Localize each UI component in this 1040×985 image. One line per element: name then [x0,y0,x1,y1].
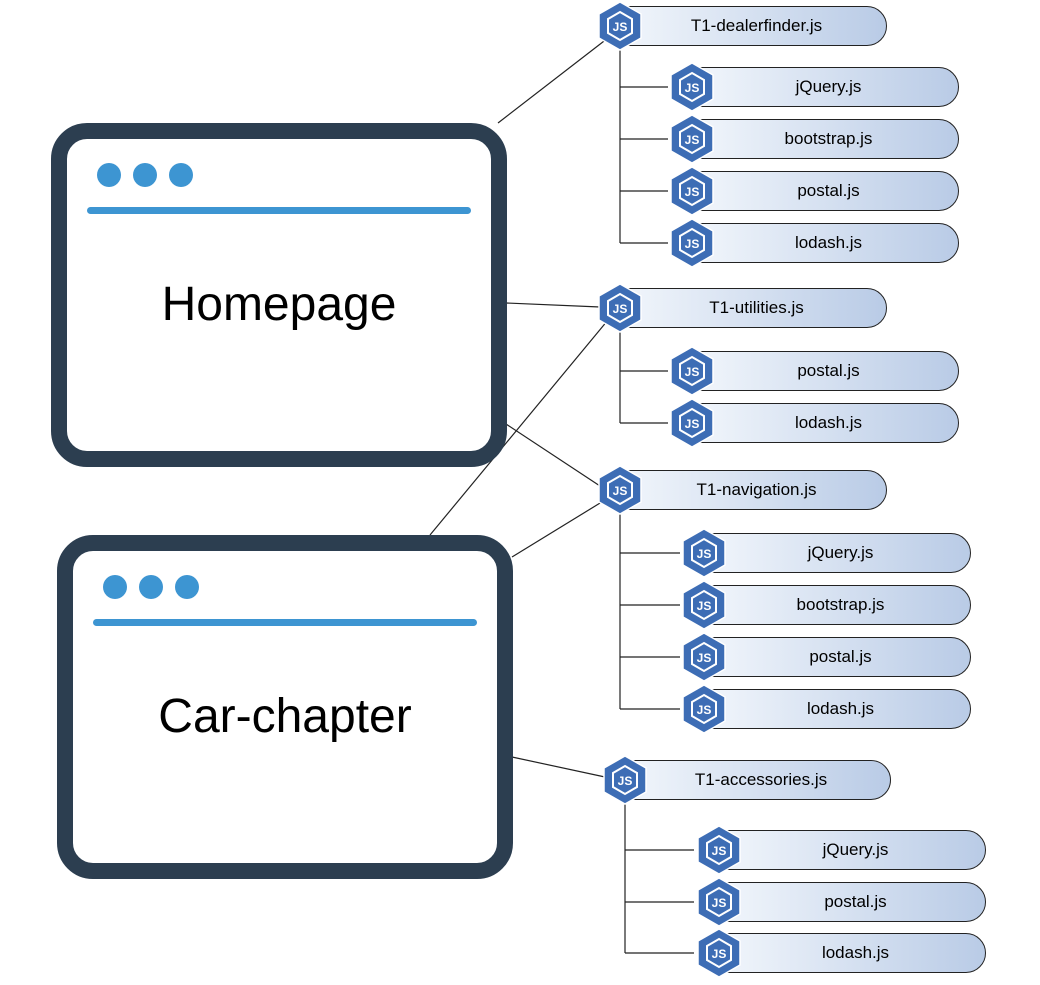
module-pill [614,288,887,328]
dependency-pill [686,171,959,211]
module-pill [614,470,887,510]
window-dot [139,575,163,599]
svg-text:JS: JS [712,844,727,858]
dependency-pill [698,533,971,573]
dependency-label: lodash.js [794,413,863,432]
nodejs-hexagon-icon: JS [682,528,726,578]
svg-text:JS: JS [685,237,700,251]
window-address-bar [93,619,477,626]
module-t1-utilities: JS T1-utilities.js [594,283,887,333]
dependency-label: postal.js [797,361,860,380]
nodejs-hexagon-icon: JS [682,632,726,682]
svg-text:JS: JS [712,947,727,961]
svg-text:JS: JS [685,81,700,95]
dependency-label: jQuery.js [807,543,874,562]
dependency-pill [713,933,986,973]
module-label: T1-utilities.js [709,298,804,317]
svg-text:JS: JS [697,651,712,665]
window-dot [97,163,121,187]
dependency-label: jQuery.js [795,77,862,96]
svg-text:JS: JS [613,302,628,316]
nodejs-hexagon-icon: JS [697,877,741,927]
homepage-window: Homepage [51,123,507,467]
nodejs-hexagon-icon: JS [670,166,714,216]
dependency-postal: JS postal.js [666,166,959,216]
svg-text:JS: JS [685,365,700,379]
dependency-postal: JS postal.js [678,632,971,682]
dependency-postal: JS postal.js [693,877,986,927]
dependency-bootstrap: JS bootstrap.js [678,580,971,630]
dependency-bootstrap: JS bootstrap.js [666,114,959,164]
window-controls [103,575,199,599]
svg-text:JS: JS [613,484,628,498]
svg-text:JS: JS [697,703,712,717]
nodejs-hexagon-icon: JS [670,114,714,164]
module-t1-accessories: JS T1-accessories.js [599,755,891,805]
window-controls [97,163,193,187]
nodejs-hexagon-icon: JS [670,218,714,268]
dependency-pill [713,882,986,922]
page-title: Homepage [161,278,397,331]
dependency-label: lodash.js [821,943,890,962]
module-label: T1-navigation.js [696,480,817,499]
dependency-label: jQuery.js [822,840,889,859]
svg-text:JS: JS [685,417,700,431]
nodejs-hexagon-icon: JS [670,62,714,112]
module-label: T1-dealerfinder.js [690,16,823,35]
svg-text:JS: JS [685,133,700,147]
dependency-label: postal.js [824,892,887,911]
module-label: T1-accessories.js [694,770,828,789]
nodejs-hexagon-icon: JS [682,684,726,734]
dependency-label: postal.js [809,647,872,666]
nodejs-hexagon-icon: JS [598,283,642,333]
dependency-label: postal.js [797,181,860,200]
dependency-label: bootstrap.js [784,129,873,148]
dependency-lodash: JS lodash.js [666,218,959,268]
car-chapter-window: Car-chapter [57,535,513,879]
window-dot [175,575,199,599]
svg-text:JS: JS [618,774,633,788]
dependency-pill [698,637,971,677]
dependency-lodash: JS lodash.js [693,928,986,978]
dependency-pill [686,223,959,263]
nodejs-hexagon-icon: JS [603,755,647,805]
window-dot [133,163,157,187]
module-pill [619,760,891,800]
window-dot [103,575,127,599]
dependency-pill [698,585,971,625]
svg-text:JS: JS [697,599,712,613]
svg-text:JS: JS [685,185,700,199]
module-t1-dealerfinder: JS T1-dealerfinder.js [594,1,887,51]
dependency-lodash: JS lodash.js [666,398,959,448]
dependency-label: lodash.js [806,699,875,718]
dependency-label: lodash.js [794,233,863,252]
window-address-bar [87,207,471,214]
nodejs-hexagon-icon: JS [670,398,714,448]
dependency-pill [686,119,959,159]
dependency-jquery: JS jQuery.js [666,62,959,112]
nodejs-hexagon-icon: JS [598,1,642,51]
dependency-pill [698,689,971,729]
page-title: Car-chapter [158,690,412,743]
module-t1-navigation: JS T1-navigation.js [594,465,887,515]
dependency-pill [713,830,986,870]
nodejs-hexagon-icon: JS [697,825,741,875]
dependency-postal: JS postal.js [666,346,959,396]
dependency-label: bootstrap.js [796,595,885,614]
svg-text:JS: JS [697,547,712,561]
dependency-pill [686,351,959,391]
dependency-jquery: JS jQuery.js [678,528,971,578]
dependency-lodash: JS lodash.js [678,684,971,734]
svg-text:JS: JS [712,896,727,910]
window-dot [169,163,193,187]
dependency-pill [686,67,959,107]
module-pill [614,6,887,46]
nodejs-hexagon-icon: JS [598,465,642,515]
nodejs-hexagon-icon: JS [682,580,726,630]
nodejs-hexagon-icon: JS [697,928,741,978]
nodejs-hexagon-icon: JS [670,346,714,396]
dependency-jquery: JS jQuery.js [693,825,986,875]
svg-text:JS: JS [613,20,628,34]
